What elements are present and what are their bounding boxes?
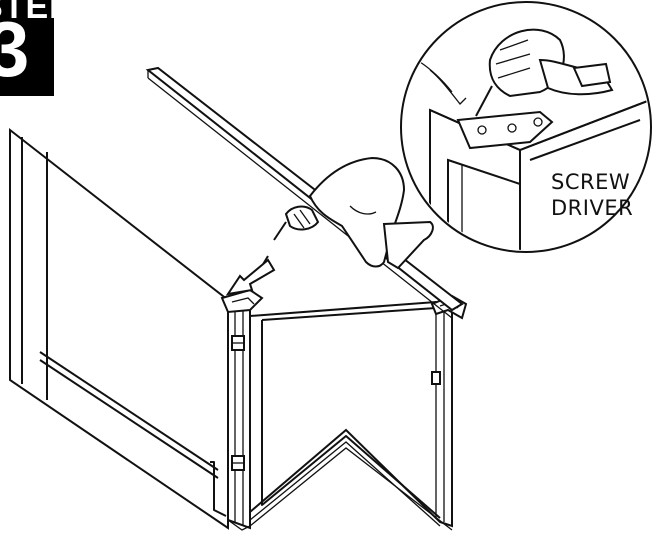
callout-label-screw: SCREW: [551, 170, 631, 194]
left-frame: [227, 299, 251, 530]
callout-circle: [400, 1, 652, 253]
v-frame: [227, 300, 453, 531]
hinge-bottom: [231, 455, 245, 471]
back-panel: [9, 127, 229, 530]
hinge-right: [431, 371, 441, 385]
bracket-icon: [456, 110, 554, 150]
arrow-icon: [225, 258, 276, 296]
hinge-top: [231, 335, 245, 351]
callout-label-driver: DRIVER: [551, 196, 634, 220]
step-number: 3: [0, 5, 30, 93]
drill-icon: [273, 156, 434, 270]
step-badge: STEP 3: [0, 0, 54, 96]
step-word: STEP: [0, 0, 54, 26]
